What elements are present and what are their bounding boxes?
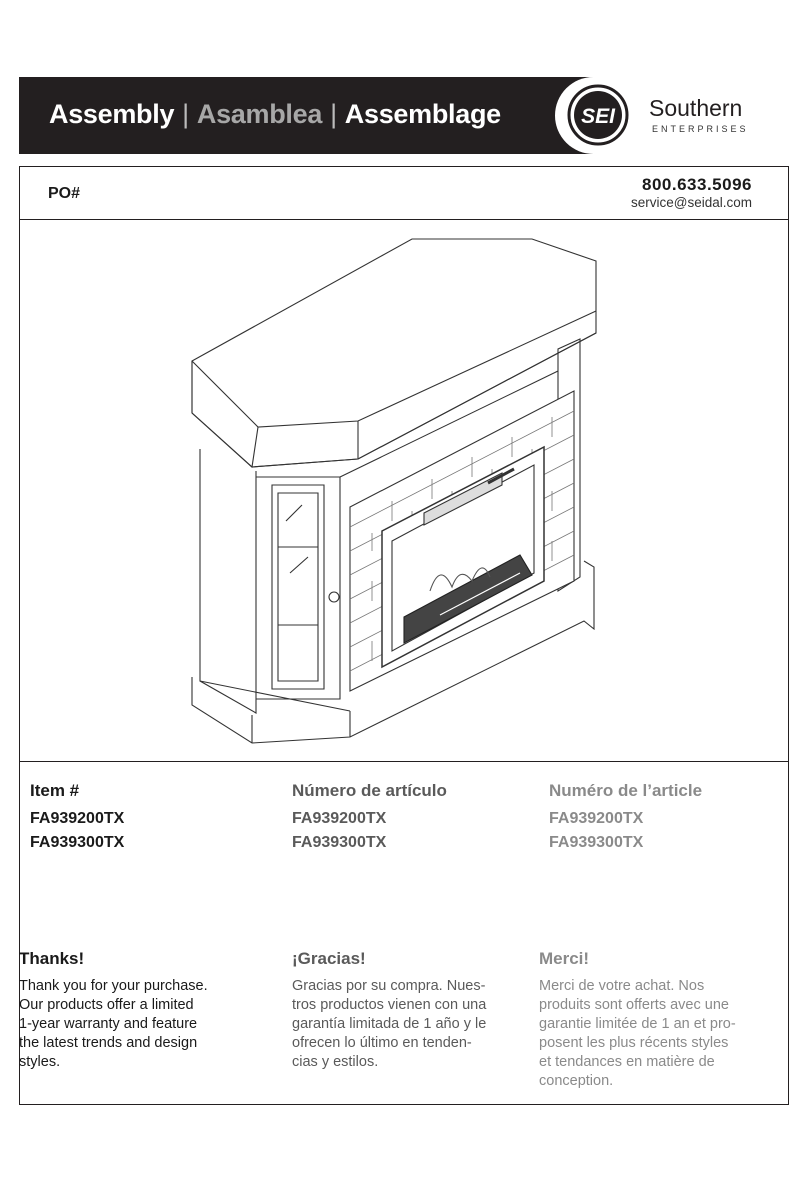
thanks-heading: Thanks! — [19, 949, 85, 968]
thanks-line: tros productos vienen con una — [292, 997, 487, 1013]
logo-mark-text: SEI — [581, 105, 616, 128]
page-title: Assembly|Asamblea|Assemblage — [49, 99, 501, 130]
fireplace-drawing — [191, 238, 597, 744]
brand-subtitle: ENTERPRISES — [652, 124, 749, 134]
thanks-line: Gracias por su compra. Nues- — [292, 978, 486, 994]
sei-logo-icon: SEI — [567, 84, 629, 146]
thanks-line: posent les plus récents styles — [539, 1035, 729, 1051]
thanks-heading: Merci! — [539, 949, 590, 968]
header-banner: Assembly|Asamblea|Assemblage SEI Souther… — [19, 77, 789, 154]
title-separator: | — [182, 99, 189, 129]
thanks-line: et tendances en matière de — [539, 1054, 715, 1070]
item-code: FA939200TX — [549, 810, 644, 827]
fireplace-illustration — [20, 221, 788, 762]
thanks-line: Thank you for your purchase. — [19, 978, 208, 994]
title-french: Assemblage — [344, 99, 501, 129]
email-address: service@seidal.com — [631, 195, 752, 210]
thanks-line: cias y estilos. — [292, 1054, 379, 1070]
brand-logo: SEI Southern ENTERPRISES — [555, 77, 789, 154]
thanks-line: conception. — [539, 1073, 614, 1089]
thanks-spanish: ¡Gracias! Gracias por su compra. Nues- t… — [292, 949, 532, 1072]
thanks-line: Our products offer a limited — [19, 997, 194, 1013]
title-english: Assembly — [49, 99, 175, 129]
item-code: FA939200TX — [292, 810, 387, 827]
item-code: FA939300TX — [30, 834, 125, 851]
thanks-french: Merci! Merci de votre achat. Nos produit… — [539, 949, 779, 1091]
title-separator: | — [330, 99, 337, 129]
thanks-line: ofrecen lo último en tenden- — [292, 1035, 472, 1051]
item-code: FA939300TX — [292, 834, 387, 851]
item-heading: Número de artículo — [292, 781, 447, 800]
item-numbers-spanish: Número de artículo FA939200TX FA939300TX — [292, 781, 532, 855]
thanks-line: produits sont offerts avec une — [539, 997, 729, 1013]
thanks-line: garantie limitée de 1 an et pro- — [539, 1016, 736, 1032]
item-numbers-english: Item # FA939200TX FA939300TX — [30, 781, 270, 855]
thanks-heading: ¡Gracias! — [292, 949, 366, 968]
item-numbers-french: Numéro de l’article FA939200TX FA939300T… — [549, 781, 779, 855]
brand-name: Southern — [649, 95, 743, 121]
po-label: PO# — [48, 185, 81, 202]
title-spanish: Asamblea — [196, 99, 323, 129]
item-code: FA939200TX — [30, 810, 125, 827]
document-frame: PO# 800.633.5096 service@seidal.com — [19, 166, 789, 1105]
item-heading: Numéro de l’article — [549, 781, 703, 800]
thanks-line: Merci de votre achat. Nos — [539, 978, 705, 994]
thanks-line: garantía limitada de 1 año y le — [292, 1016, 487, 1032]
thanks-line: styles. — [19, 1054, 61, 1070]
thanks-line: the latest trends and design — [19, 1035, 198, 1051]
po-contact-row: PO# 800.633.5096 service@seidal.com — [20, 167, 788, 220]
thanks-english: Thanks! Thank you for your purchase. Our… — [19, 949, 269, 1072]
item-heading: Item # — [30, 781, 80, 800]
thanks-line: 1-year warranty and feature — [19, 1016, 198, 1032]
phone-number: 800.633.5096 — [642, 175, 752, 194]
item-code: FA939300TX — [549, 834, 644, 851]
